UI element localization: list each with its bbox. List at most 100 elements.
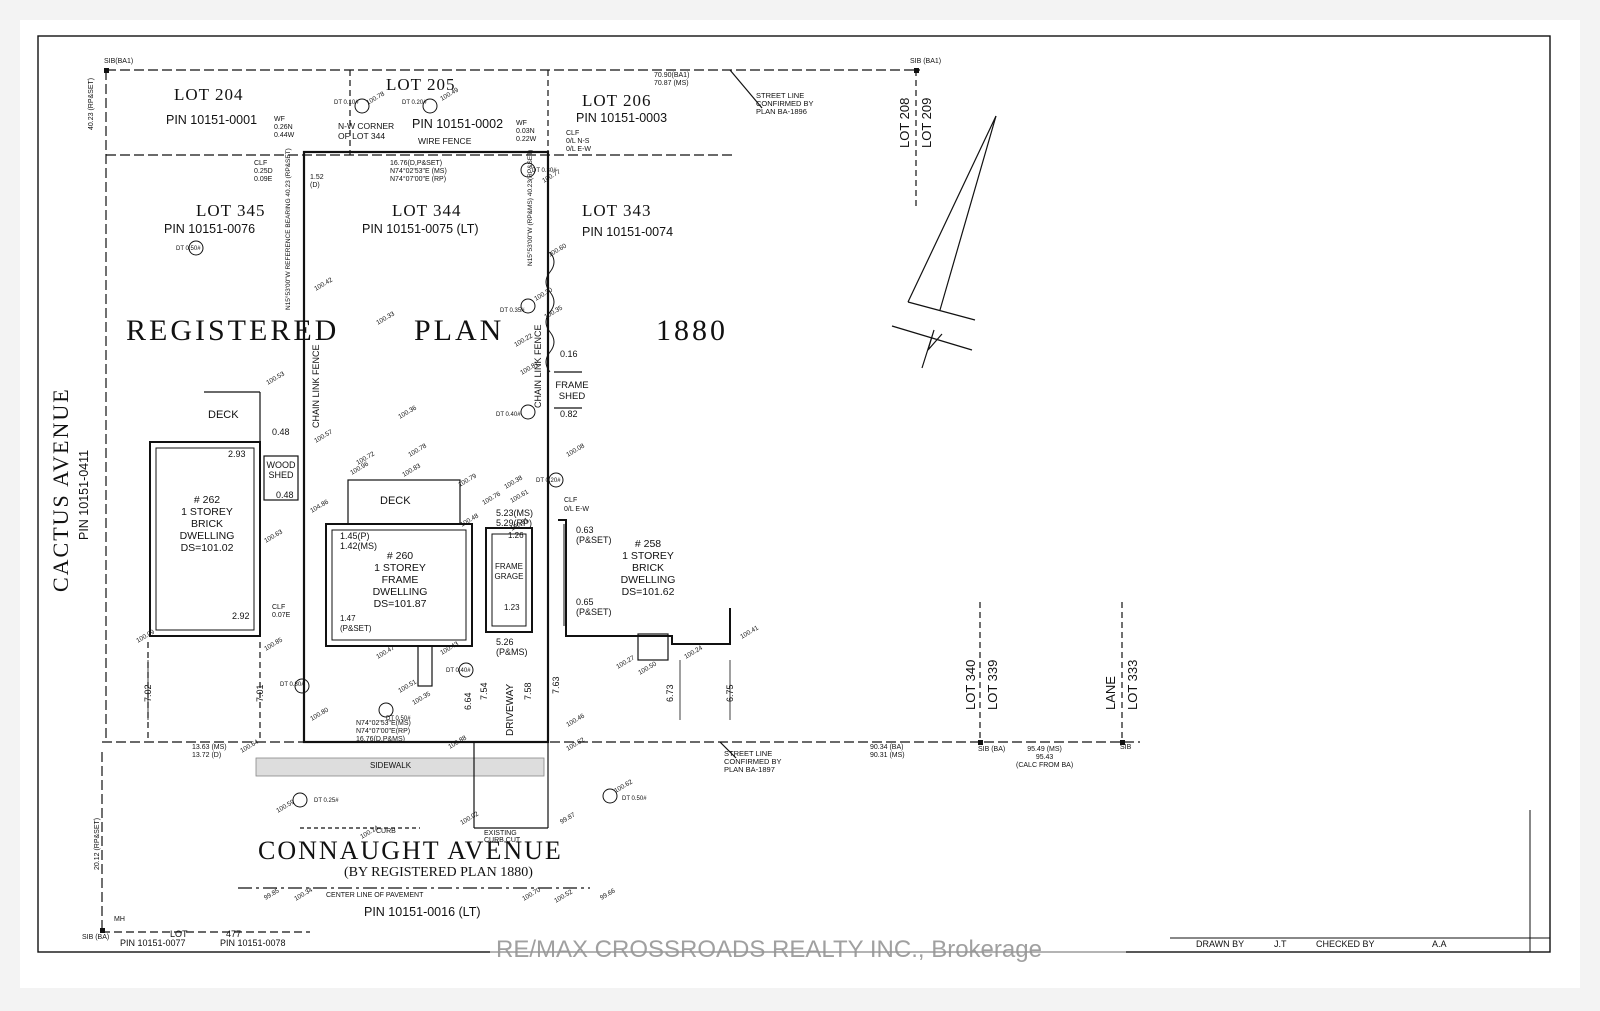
survey-plan-drawing — [37, 35, 1551, 953]
lot-333-label: LOT 333 — [1125, 659, 1140, 710]
survey-bars — [100, 68, 1125, 933]
lot-206-pin: PIN 10151-0003 — [576, 111, 668, 125]
dim-left-20: 20.12 (RP&SET) — [94, 817, 101, 870]
plan-title-plan: PLAN — [414, 314, 505, 347]
connaught-avenue-pin: PIN 10151-0016 (LT) — [364, 905, 481, 919]
connaught-avenue-label: CONNAUGHT AVENUE — [258, 836, 563, 865]
dim-0-65: 0.65(P&SET) — [576, 597, 612, 617]
dim-6-75: 6.75 — [725, 684, 735, 702]
tree-label: DT 0.35# — [500, 308, 525, 314]
tree-label: DT 0.40# — [446, 668, 471, 674]
wire-fence-label: WIRE FENCE — [418, 136, 472, 146]
tree-label: DT 0.10# — [334, 100, 359, 106]
cactus-avenue-pin: PIN 10151-0411 — [77, 449, 91, 540]
dim-1-52: 1.52(D) — [310, 174, 324, 189]
checked-by-value: A.A — [1432, 939, 1447, 949]
brokerage-watermark: RE/MAX CROSSROADS REALTY INC., Brokerage — [490, 935, 1126, 965]
dim-7-02: 7.02 — [143, 684, 153, 702]
tree-label: DT 0.30# — [280, 682, 305, 688]
dwelling-258 — [558, 519, 731, 645]
tree-label: DT 0.30# — [532, 168, 557, 174]
sib-marker-sw: SIB (BA) — [82, 934, 110, 941]
dim-top-70: 70.90(BA1)70.87 (MS) — [654, 72, 690, 87]
drawn-by-label: DRAWN BY — [1196, 939, 1245, 949]
dim-1-47: 1.47(P&SET) — [340, 614, 372, 633]
deck-262-label: DECK — [208, 409, 239, 421]
lot-344-boundary — [302, 150, 550, 744]
lot-340-label: LOT 340 — [963, 659, 978, 710]
lot-205-pin: PIN 10151-0002 — [412, 117, 504, 131]
deck-260-label: DECK — [380, 495, 411, 507]
curb-label: CURB — [376, 828, 396, 835]
sib-marker-s1: SIB (BA) — [978, 746, 1006, 753]
dim-north-16: 16.76(D,P&SET)N74°02'53"E (MS)N74°07'00"… — [390, 160, 447, 183]
dim-6-64: 6.64 — [463, 692, 473, 710]
lot-208-label: LOT 208 — [897, 97, 912, 148]
sib-marker-nw: SIB(BA1) — [104, 58, 134, 65]
existing-curb-cut-label: EXISTING CURB CUT — [484, 830, 521, 844]
sidewalk — [255, 757, 545, 777]
lot-345-pin: PIN 10151-0076 — [164, 222, 256, 236]
dim-1-23: 1.23 — [504, 603, 520, 612]
dim-0-16: 0.16 — [560, 349, 578, 359]
deck-260 — [347, 479, 461, 525]
drawn-by-value: J.T — [1274, 939, 1287, 949]
center-line-label: CENTER LINE OF PAVEMENT — [326, 892, 424, 899]
driveway-label: DRIVEWAY — [505, 683, 516, 736]
dim-0-48-b: 0.48 — [276, 490, 294, 500]
tree-label: DT 0.20# — [402, 100, 427, 106]
lot-343-label: LOT 343 — [582, 201, 652, 220]
chain-link-fence-west-label: CHAIN LINK FENCE — [311, 344, 321, 428]
lot-204-label: LOT 204 — [174, 85, 244, 104]
lot-bottom-label: LOT — [170, 929, 188, 939]
plan-title-registered: REGISTERED — [126, 314, 340, 347]
dim-6-73: 6.73 — [665, 684, 675, 702]
dim-2-92: 2.92 — [232, 611, 250, 621]
dim-7-01: 7.01 — [255, 684, 265, 702]
tree-label: DT 0.40# — [496, 412, 521, 418]
dim-bottom-95: 95.49 (MS)95.43(CALC FROM BA) — [1016, 746, 1074, 769]
plan-sheet: REGISTERED PLAN 1880 LOT 204 PIN 10151-0… — [20, 20, 1580, 988]
pin-0077: PIN 10151-0077 — [120, 938, 186, 948]
sib-marker-s2: SIB — [1120, 744, 1132, 751]
tree-symbols — [188, 98, 618, 808]
dim-1-45: 1.45(P)1.42(MS) — [340, 531, 378, 551]
lot-344-label: LOT 344 — [392, 201, 462, 220]
dim-7-58: 7.58 — [523, 682, 533, 700]
tree-label: DT 0.20# — [536, 478, 561, 484]
tree-label: DT 0.25# — [314, 798, 339, 804]
sib-marker-ne: SIB (BA1) — [910, 58, 942, 65]
checked-by-label: CHECKED BY — [1316, 939, 1375, 949]
tree-label: DT 0.50# — [622, 796, 647, 802]
dim-south-16: N74°02'53"E(MS)N74°07'00"E(RP)16.76(D,P&… — [356, 720, 411, 743]
lot-209-label: LOT 209 — [919, 97, 934, 148]
dim-bottom-13: 13.63 (MS)13.72 (D) — [192, 744, 227, 759]
dim-2-93: 2.93 — [228, 449, 246, 459]
dim-7-63: 7.63 — [551, 676, 561, 694]
dim-west-bearing: N15°53'00"W REFERENCE BEARING 40.23 (RP&… — [285, 148, 292, 310]
dim-0-63: 0.63(P&SET) — [576, 525, 612, 545]
tree-label: DT 0.50# — [386, 716, 411, 722]
dim-5-23: 5.23(MS)5.29(RP) — [496, 508, 534, 528]
dim-0-48-a: 0.48 — [272, 427, 290, 437]
dim-left-40: 40.23 (RP&SET) — [88, 77, 95, 130]
lot-204-pin: PIN 10151-0001 — [166, 113, 258, 127]
lane-label: LANE — [1103, 676, 1118, 710]
lot-339-label: LOT 339 — [985, 659, 1000, 710]
plan-title-number: 1880 — [656, 314, 728, 347]
wood-shed — [263, 455, 299, 501]
lot-205-label: LOT 205 — [386, 75, 456, 94]
lot-477-label: 477 — [226, 929, 242, 939]
